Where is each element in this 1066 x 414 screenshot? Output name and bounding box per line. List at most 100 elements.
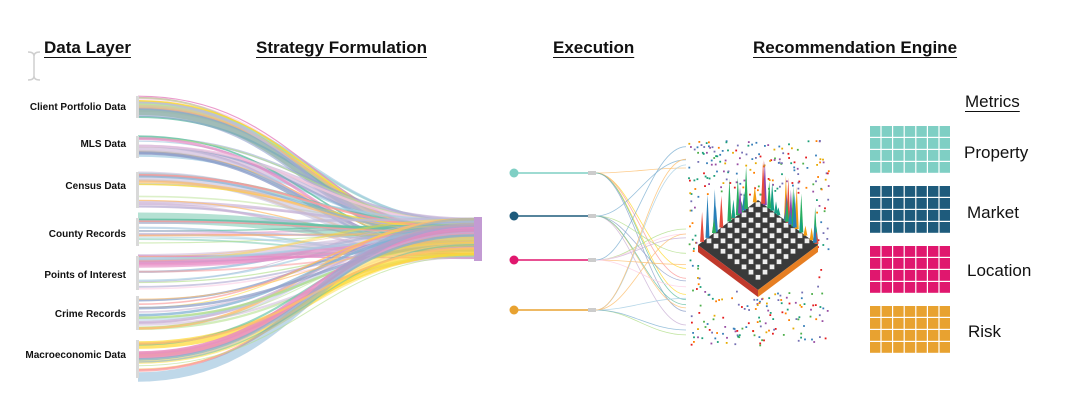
metric-cell <box>939 270 950 281</box>
scatter-dot <box>759 320 761 323</box>
metric-cell <box>870 222 881 233</box>
metric-cell <box>904 306 916 317</box>
city-block <box>748 217 754 223</box>
scatter-dot <box>697 277 699 279</box>
scatter-dot <box>690 200 693 203</box>
scatter-dot <box>812 190 815 193</box>
city-block <box>727 222 733 229</box>
city-spike <box>738 187 742 214</box>
metric-cell <box>916 198 927 209</box>
scatter-dot <box>703 172 705 175</box>
metric-cell <box>916 270 927 281</box>
metric-cell <box>916 222 927 233</box>
metric-cell <box>893 198 904 209</box>
scatter-dot <box>737 303 740 306</box>
scatter-dot <box>826 227 829 230</box>
metric-cell <box>939 258 950 269</box>
city-block <box>769 232 775 239</box>
scatter-dot <box>797 187 800 190</box>
scatter-dot <box>729 182 732 184</box>
scatter-dot <box>700 144 703 146</box>
scatter-dot <box>778 161 781 164</box>
header-data-layer: Data Layer <box>44 38 131 57</box>
scatter-dot <box>825 172 828 175</box>
metric-cell <box>928 222 939 233</box>
city-block <box>741 264 747 270</box>
scatter-dot <box>817 176 819 178</box>
scatter-dot <box>706 177 709 179</box>
city-block <box>804 238 810 244</box>
scatter-dot <box>748 309 750 311</box>
scatter-dot <box>793 166 796 169</box>
scatter-dot <box>820 269 823 271</box>
scatter-dot <box>790 162 793 165</box>
scatter-dot <box>720 186 722 189</box>
scatter-dot <box>708 141 710 144</box>
scatter-dot <box>704 175 707 178</box>
scatter-dot <box>693 179 696 182</box>
scatter-dot <box>741 306 743 308</box>
scatter-dot <box>701 151 704 154</box>
city-block <box>769 222 775 229</box>
scatter-dot <box>777 299 780 301</box>
text-cursor-icon <box>27 51 41 81</box>
metric-cell <box>928 198 939 209</box>
scatter-dot <box>688 142 691 145</box>
city-block <box>748 269 754 275</box>
execution-hub <box>588 171 596 175</box>
scatter-dot <box>777 292 779 295</box>
scatter-dot <box>688 243 691 246</box>
scatter-dot <box>734 343 737 346</box>
metric-cell <box>904 150 916 161</box>
scatter-dot <box>735 149 738 152</box>
metric-cell <box>893 186 904 197</box>
metric-cell <box>881 138 892 149</box>
metric-cell <box>916 306 927 317</box>
scatter-dot <box>688 166 691 169</box>
scatter-dot <box>706 193 709 195</box>
scatter-dot <box>725 141 728 144</box>
scatter-dot <box>702 153 705 155</box>
scatter-dot <box>755 141 758 144</box>
metric-cell <box>893 258 904 269</box>
metric-cell <box>916 282 927 293</box>
city-block <box>755 222 761 229</box>
scatter-dot <box>770 159 773 162</box>
metric-cell <box>916 342 927 353</box>
metric-cell <box>893 150 904 161</box>
scatter-dot <box>821 292 824 295</box>
metric-cell <box>893 330 904 341</box>
metric-cell <box>881 186 892 197</box>
scatter-dot <box>805 156 807 159</box>
metric-cell <box>881 270 892 281</box>
scatter-dot <box>690 315 693 318</box>
scatter-dot <box>773 159 776 161</box>
scatter-dot <box>741 327 744 330</box>
city-block <box>762 259 768 265</box>
city-spike <box>803 225 808 236</box>
metric-cell <box>870 162 881 173</box>
metric-cell <box>928 126 939 137</box>
scatter-dot <box>788 157 790 159</box>
metric-cell <box>939 186 950 197</box>
execution-branch <box>595 259 687 265</box>
scatter-dot <box>714 163 717 166</box>
metric-cell <box>893 246 904 257</box>
metric-cell <box>939 222 950 233</box>
scatter-dot <box>725 140 728 143</box>
flow-link <box>137 247 475 345</box>
scatter-dot <box>698 141 701 143</box>
city-block <box>755 253 761 260</box>
metric-cell <box>881 162 892 173</box>
scatter-dot <box>689 259 692 262</box>
scatter-dot <box>774 293 777 296</box>
source-node <box>136 172 139 208</box>
scatter-dot <box>759 325 762 328</box>
scatter-dot <box>819 161 821 164</box>
execution-node <box>509 255 519 265</box>
scatter-dot <box>792 327 795 330</box>
scatter-dot <box>699 286 702 288</box>
metric-cell <box>904 342 916 353</box>
scatter-dot <box>772 318 775 320</box>
scatter-dot <box>710 342 713 345</box>
